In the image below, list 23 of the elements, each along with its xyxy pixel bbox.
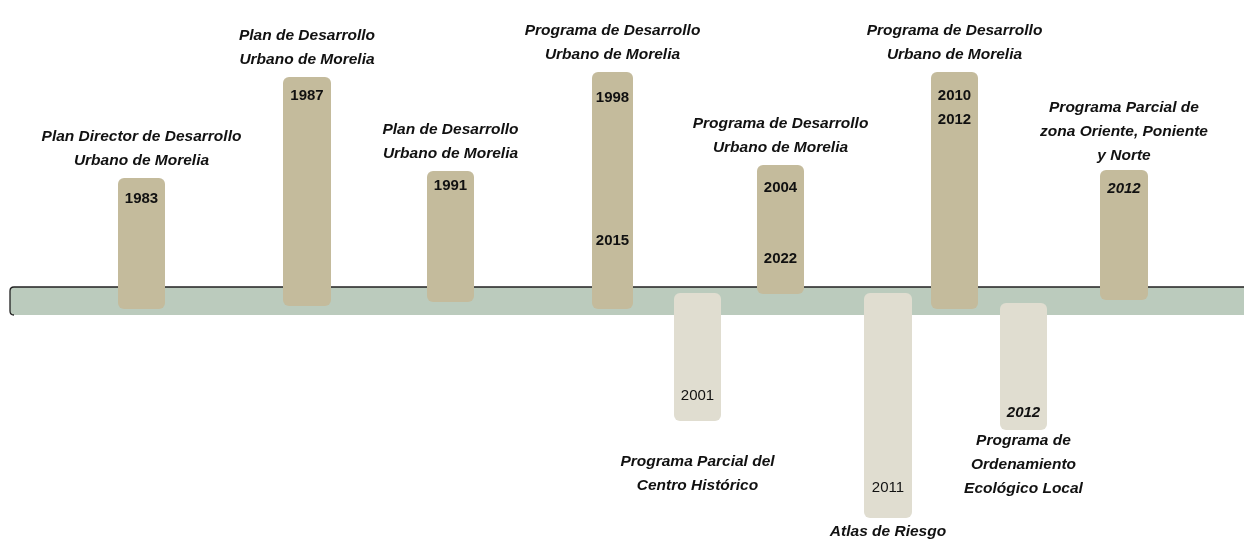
year-label: 2012	[1005, 402, 1042, 422]
year-label: 2004	[762, 177, 799, 197]
plan-title: Programa Parcial de zona Oriente, Poniente y Norte	[1039, 97, 1209, 165]
year-label: 1998	[594, 87, 631, 107]
year-label: 2011	[870, 477, 906, 497]
year-label: 1983	[123, 188, 160, 208]
year-label: 2015	[594, 230, 631, 250]
plan-title: Programa de Desarrollo Urbano de Morelia	[523, 20, 702, 64]
year-label: 2012	[1106, 178, 1142, 198]
plan-title: Programa de Desarrollo Urbano de Morelia	[691, 113, 870, 157]
year-label: 1991	[432, 175, 469, 195]
year-label: 2010	[936, 85, 973, 105]
plan-title: Programa de Ordenamiento Ecológico Local	[963, 430, 1084, 498]
plan-title: Plan de Desarrollo Urbano de Morelia	[237, 25, 377, 69]
plan-title: Atlas de Riesgo	[828, 521, 948, 541]
plan-title: Plan de Desarrollo Urbano de Morelia	[381, 119, 520, 163]
plan-title: Programa Parcial del Centro Histórico	[619, 451, 776, 495]
year-label: 1987	[289, 85, 325, 105]
year-label: 2022	[762, 248, 799, 268]
plan-title: Programa de Desarrollo Urbano de Morelia	[865, 20, 1044, 64]
year-label: 2012	[936, 109, 973, 129]
year-label: 2001	[679, 385, 716, 405]
plan-title: Plan Director de Desarrollo Urbano de Morelia	[40, 126, 243, 170]
